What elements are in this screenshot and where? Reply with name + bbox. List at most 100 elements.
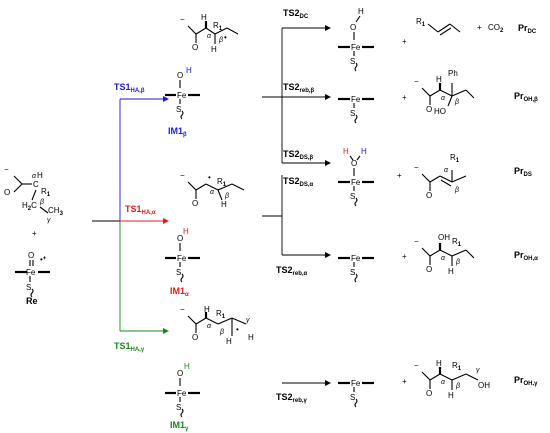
o: O — [177, 369, 183, 378]
s: S — [176, 105, 181, 114]
pr-dc-alkene: R1 + CO2 — [416, 17, 504, 36]
ts2-ds-beta-label: TS2DS,β — [283, 149, 314, 161]
o: O — [426, 389, 432, 398]
beta-mark: β — [39, 199, 44, 206]
plus-sign: + — [32, 229, 37, 238]
h: H — [448, 391, 454, 400]
im1-beta-radical: − O H α R1 H β • — [180, 13, 239, 54]
fe: Fe — [351, 43, 361, 52]
pr-oh-alpha-acid: − O OH α R1 H β — [414, 233, 475, 276]
re-s: S — [26, 283, 31, 292]
h: H — [201, 13, 207, 22]
s: S — [350, 192, 355, 201]
alpha: α — [441, 95, 446, 102]
alpha-carbon: C — [33, 180, 39, 189]
beta: β — [455, 259, 460, 266]
re-label: Re — [26, 296, 38, 306]
h: H — [436, 359, 442, 368]
s: S — [350, 268, 355, 277]
ts2-ds-alpha-label: TS2DS,α — [283, 176, 314, 188]
radical: • — [208, 173, 211, 182]
alpha: α — [210, 189, 215, 196]
h: H — [186, 66, 192, 75]
r1: R1 — [216, 309, 226, 320]
alpha-h: H — [37, 171, 43, 180]
h: H — [183, 227, 189, 236]
r1-group: R1 — [41, 187, 51, 198]
im1-alpha-radical: − O • α R1 H β — [180, 171, 245, 209]
im1-alpha-iron: O H Fe S IM1α — [165, 227, 200, 298]
im1-gamma-iron: O H Fe S IM1γ — [165, 362, 200, 432]
pr-ds-iron: H O H Fe S + — [338, 147, 402, 207]
ts2-labels: TS2DC TS2reb,β TS2DS,β TS2DS,α TS2reb,α … — [276, 8, 315, 404]
minus: − — [180, 15, 185, 24]
o: O — [426, 265, 432, 274]
fe: Fe — [177, 91, 187, 100]
ts1-beta-label: TS1HA,β — [114, 82, 145, 94]
r1: R1 — [213, 21, 223, 32]
co2: CO2 — [488, 23, 504, 34]
oxo-o: O — [28, 251, 34, 260]
fe: Fe — [351, 254, 361, 263]
o: O — [350, 23, 356, 32]
ts2-reb-gamma-label: TS2reb,γ — [276, 392, 308, 404]
pr-oh-gamma-iron: Fe S + — [338, 377, 407, 408]
alpha: α — [444, 167, 449, 174]
s: S — [350, 393, 355, 402]
plus: + — [402, 37, 407, 46]
ho: HO — [434, 107, 446, 116]
oh: OH — [478, 381, 490, 390]
beta: β — [218, 37, 223, 44]
im1-beta-label: IM1β — [168, 126, 187, 138]
plus: + — [402, 252, 407, 261]
ch3-group: CH3 — [48, 206, 64, 217]
ch2-group: H2C — [22, 201, 37, 212]
h: H — [204, 305, 210, 314]
pr-oh-alpha-label: PrOH,α — [514, 250, 538, 262]
pr-ds-alkene-acid: − O R1 α β — [414, 153, 467, 200]
ts2-dc-label: TS2DC — [283, 8, 309, 20]
pr-ds-label: PrDS — [514, 166, 532, 178]
o: O — [177, 234, 183, 243]
im1-beta-iron: O H Fe S IM1β — [165, 66, 200, 138]
im1-gamma-radical: − O H α R1 β H • γ H — [180, 305, 254, 346]
r1: R1 — [452, 237, 462, 248]
minus: − — [180, 171, 185, 180]
h: H — [343, 147, 349, 156]
o: O — [426, 105, 432, 114]
ts1-labels: TS1HA,β TS1HA,α TS1HA,γ — [114, 82, 156, 353]
beta: β — [454, 99, 459, 106]
plus: + — [477, 23, 482, 32]
oh: OH — [438, 233, 450, 242]
fe: Fe — [177, 254, 187, 263]
carboxylate-o: O — [4, 188, 10, 197]
gamma-mark: γ — [47, 217, 51, 224]
o: O — [426, 191, 432, 200]
pr-oh-gamma-label: PrOH,γ — [514, 375, 538, 387]
minus: − — [414, 77, 419, 86]
h: H — [361, 147, 367, 156]
minus: − — [414, 237, 419, 246]
pr-dc-iron: H O Fe S + — [338, 7, 407, 72]
o: O — [192, 199, 198, 208]
fe: Fe — [351, 178, 361, 187]
h: H — [448, 267, 454, 276]
plus: + — [397, 171, 402, 180]
s: S — [176, 268, 181, 277]
plus: + — [402, 377, 407, 386]
o: O — [177, 71, 183, 80]
ts2-reb-alpha-label: TS2reb,α — [276, 265, 308, 277]
minus: − — [414, 163, 419, 172]
alpha: α — [441, 255, 446, 262]
carboxylate-minus: − — [4, 165, 9, 174]
re-fe: Fe — [26, 268, 36, 277]
s: S — [350, 109, 355, 118]
alpha: α — [207, 323, 212, 330]
o: O — [351, 159, 357, 168]
h: H — [211, 45, 217, 54]
fe: Fe — [351, 379, 361, 388]
h: H — [226, 337, 232, 346]
r1: R1 — [452, 361, 462, 372]
h: H — [436, 75, 442, 84]
